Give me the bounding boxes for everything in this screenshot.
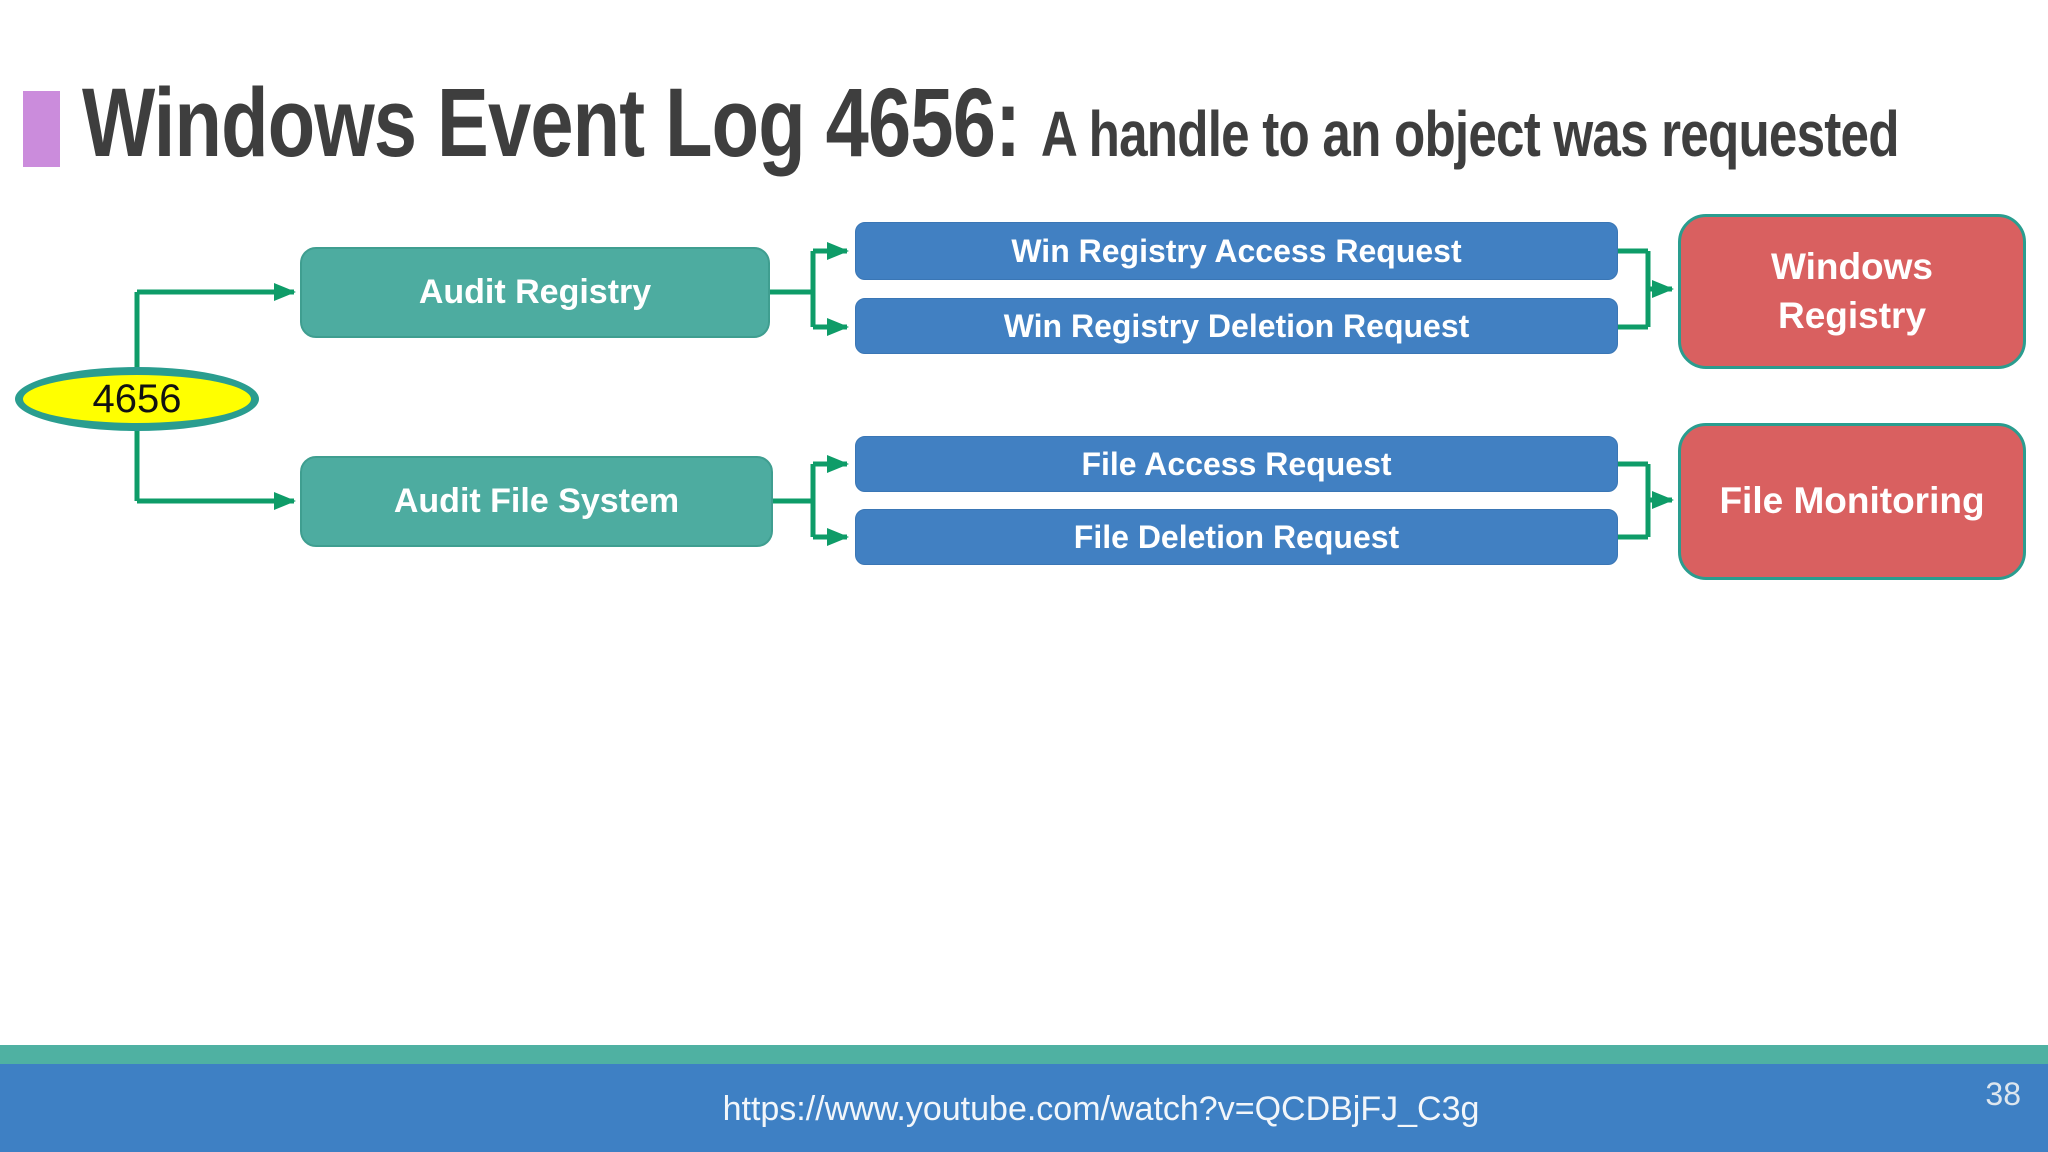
- node-label: Windows Registry: [1770, 246, 1934, 336]
- footer-teal-stripe: [0, 1045, 2048, 1064]
- node-file-monitoring: File Monitoring: [1678, 423, 2026, 580]
- page-title: Windows Event Log 4656: A handle to an o…: [82, 74, 1899, 171]
- node-label: Win Registry Deletion Request: [1003, 307, 1470, 344]
- node-label: File Deletion Request: [1073, 518, 1400, 555]
- node-file-deletion-request: File Deletion Request: [855, 509, 1618, 565]
- node-label: Audit Registry: [418, 273, 652, 311]
- node-label: File Monitoring: [1719, 480, 1985, 522]
- node-label: File Access Request: [1081, 445, 1392, 482]
- node-label: Audit File System: [393, 482, 680, 520]
- footer-bar: [0, 1064, 2048, 1152]
- page-number: 38: [1985, 1076, 2021, 1112]
- event-id-label: 4656: [92, 376, 182, 421]
- title-subtitle: A handle to an object was requested: [1040, 98, 1900, 170]
- title-main: Windows Event Log 4656:: [82, 68, 1021, 177]
- event-id-badge: 4656: [15, 367, 259, 431]
- footer-url: https://www.youtube.com/watch?v=QCDBjFJ_…: [722, 1090, 1480, 1128]
- node-file-access-request: File Access Request: [855, 436, 1618, 492]
- node-win-registry-access-request: Win Registry Access Request: [855, 222, 1618, 280]
- node-win-registry-deletion-request: Win Registry Deletion Request: [855, 298, 1618, 354]
- title-accent-bar: [23, 91, 60, 167]
- node-audit-file-system: Audit File System: [300, 456, 773, 547]
- node-label: Win Registry Access Request: [1011, 232, 1462, 269]
- node-windows-registry: Windows Registry: [1678, 214, 2026, 369]
- node-audit-registry: Audit Registry: [300, 247, 770, 338]
